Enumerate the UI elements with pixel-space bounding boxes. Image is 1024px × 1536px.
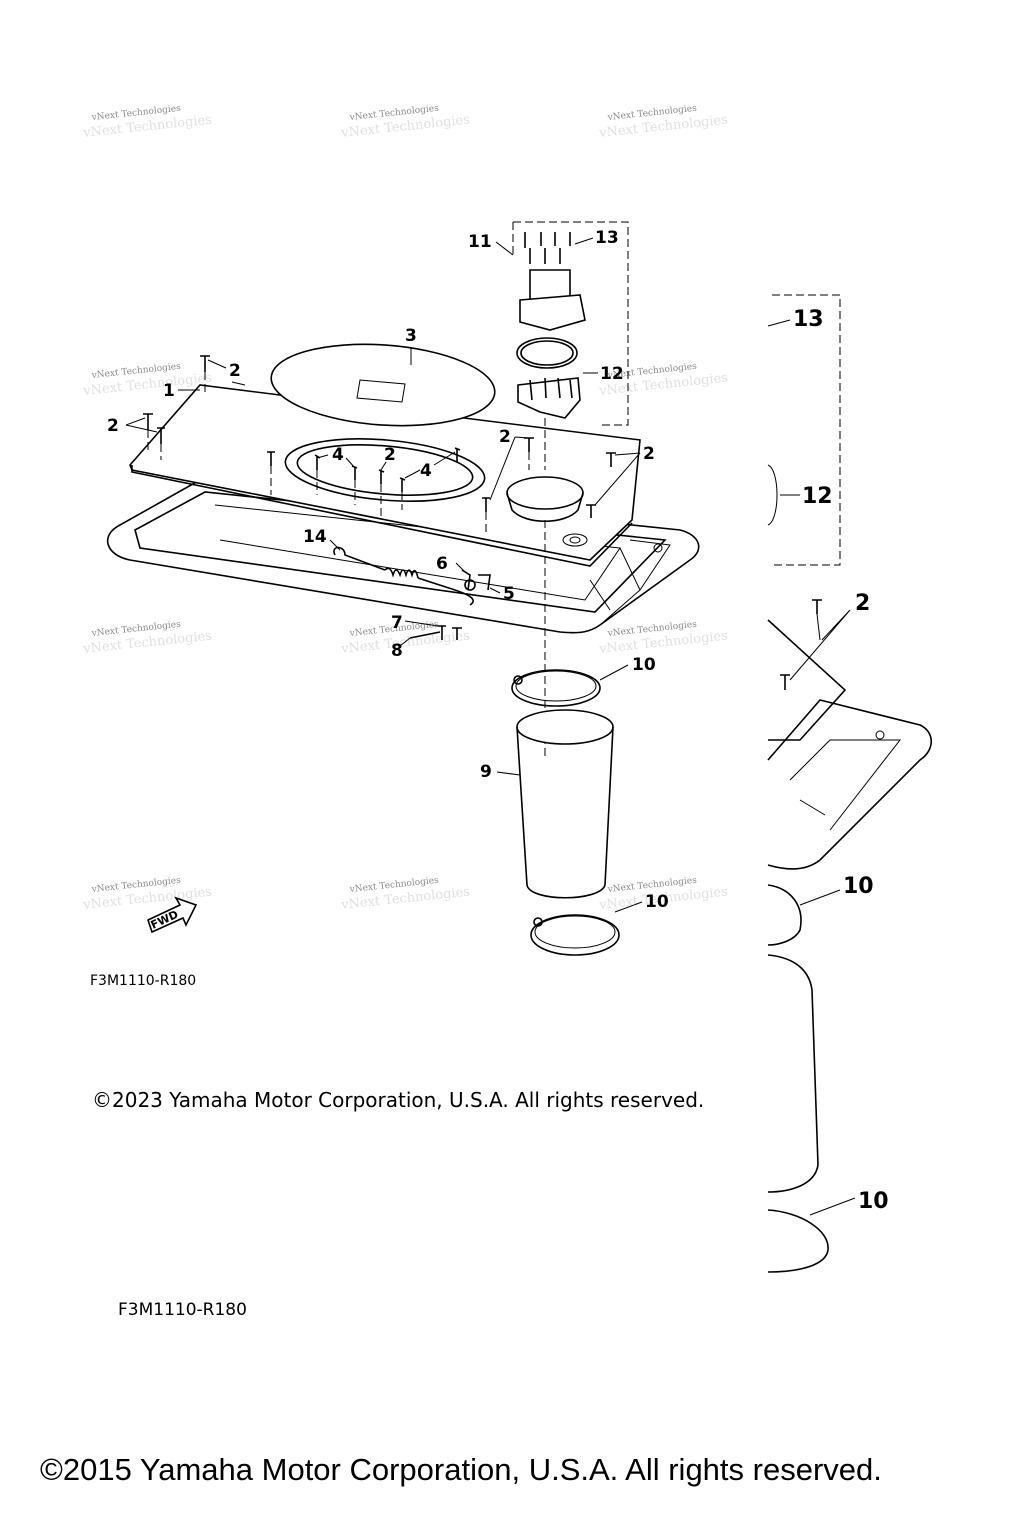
- callout-2: 2: [384, 445, 396, 465]
- enlarged-detail-view: 13 12 2 10 10: [767, 294, 933, 1273]
- callout-13-detail: 13: [793, 307, 824, 332]
- leader-lines: [125, 237, 643, 913]
- callout-2: 2: [229, 361, 241, 381]
- callout-11: 11: [468, 232, 492, 252]
- copyright-2015: ©2015 Yamaha Motor Corporation, U.S.A. A…: [40, 1452, 882, 1487]
- callout-10: 10: [632, 655, 656, 675]
- callouts: 11 13 12 3 1 2 2 4 2 4 2 2 14 6 5 7 8 10…: [107, 228, 669, 912]
- callout-14: 14: [303, 527, 327, 547]
- pump-assembly: [512, 221, 629, 760]
- hatch-lid: [270, 343, 496, 427]
- callout-10: 10: [645, 892, 669, 912]
- callout-10-detail: 10: [858, 1189, 889, 1214]
- callout-2: 2: [499, 427, 511, 447]
- part-code: F3M1110-R180: [118, 1300, 247, 1320]
- callout-4: 4: [332, 445, 344, 465]
- callout-1: 1: [163, 381, 175, 401]
- callout-4: 4: [420, 461, 432, 481]
- callout-13: 13: [595, 228, 619, 248]
- part-code: F3M1110-R180: [90, 973, 197, 989]
- copyright-2023: ©2023 Yamaha Motor Corporation, U.S.A. A…: [92, 1088, 705, 1112]
- callout-2: 2: [107, 416, 119, 436]
- callout-12: 12: [600, 364, 624, 384]
- small-parts: [333, 546, 491, 640]
- screws: [143, 355, 616, 535]
- callout-6: 6: [436, 554, 448, 574]
- callout-7: 7: [391, 613, 403, 633]
- callout-5: 5: [503, 584, 515, 604]
- callout-9: 9: [480, 762, 492, 782]
- callout-10-detail: 10: [843, 874, 874, 899]
- callout-2: 2: [643, 444, 655, 464]
- callout-3: 3: [405, 326, 417, 346]
- callout-8: 8: [391, 641, 403, 661]
- hose-and-clamps: [511, 669, 620, 956]
- callout-12-detail: 12: [802, 484, 833, 509]
- callout-2-detail: 2: [855, 591, 870, 616]
